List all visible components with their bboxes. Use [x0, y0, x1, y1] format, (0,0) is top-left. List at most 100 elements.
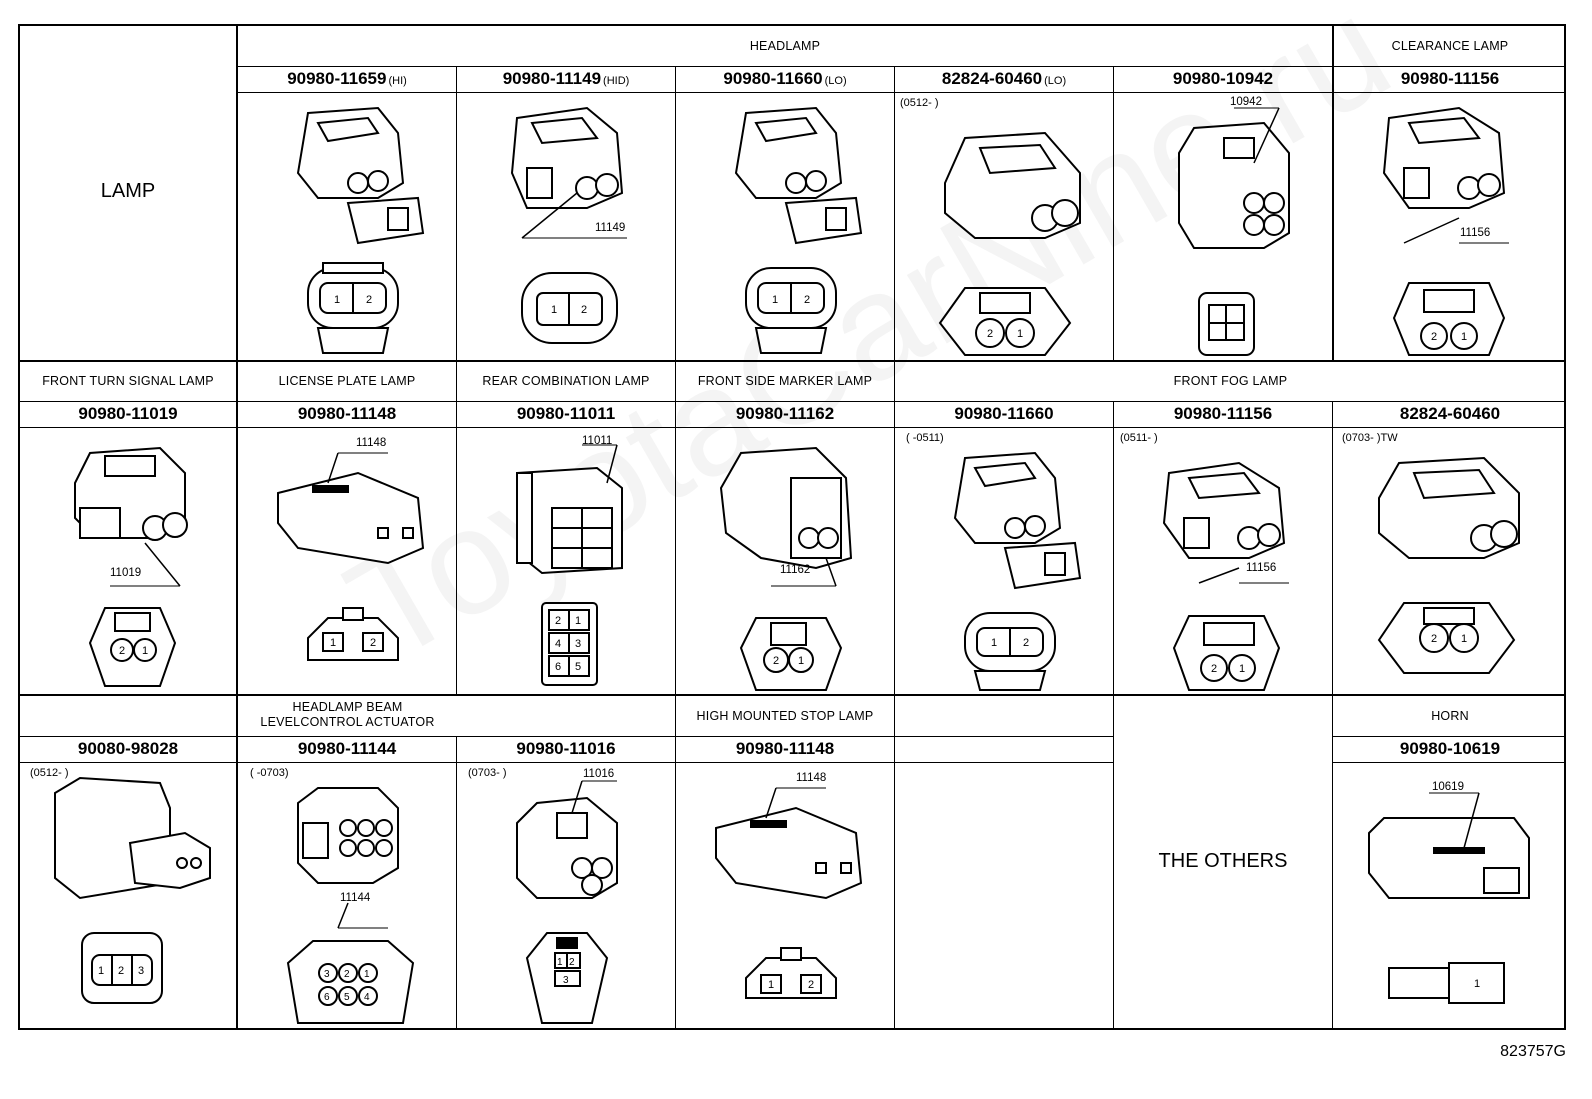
grid-line	[20, 736, 1113, 737]
callout-label: 11156	[1246, 562, 1277, 574]
pin-label: 2	[773, 655, 779, 667]
connector-figure-98028: 1 2 3	[54, 776, 211, 1004]
grid-line	[675, 66, 676, 1030]
grid-line	[1332, 736, 1566, 737]
pin-label: 1	[772, 294, 778, 306]
pin-label: 2	[1023, 637, 1029, 649]
pin-label: 5	[344, 992, 350, 1003]
part-number: 90980-11660	[954, 404, 1054, 423]
pin-label: 2	[808, 979, 814, 991]
pin-label: 1	[1474, 978, 1480, 990]
pin-label: 3	[563, 975, 569, 986]
date-note: (0511- )	[1120, 432, 1158, 444]
callout-label: 10619	[1432, 781, 1464, 793]
part-number: 90980-11156	[1173, 404, 1273, 423]
date-note: (0703- )TW	[1342, 432, 1398, 444]
callout-label: 10942	[1230, 96, 1262, 108]
clearance-lamp-title: CLEARANCE LAMP	[1391, 39, 1509, 53]
pin-label: 1	[142, 645, 148, 657]
callout-label: 11162	[780, 564, 811, 576]
connector-figure-11011: 2 1 4 3 6 5	[516, 444, 623, 686]
grid-line	[1113, 695, 1114, 1030]
license-plate-title: LICENSE PLATE LAMP	[278, 374, 416, 388]
connector-chart: ToyotaCarNine.ru LAMP HEADLAMP CLEARANCE…	[18, 0, 1566, 1030]
pin-label: 5	[575, 661, 581, 673]
connector-figure-11148-stop: 1 2	[715, 787, 863, 999]
date-note: (0512- )	[900, 97, 939, 109]
grid-line	[20, 360, 1566, 362]
grid-line	[1332, 26, 1334, 361]
front-turn-signal-title: FRONT TURN SIGNAL LAMP	[42, 374, 214, 388]
pin-label: 6	[555, 661, 561, 673]
callout-label: 11148	[796, 772, 827, 784]
rear-combination-title: REAR COMBINATION LAMP	[482, 374, 650, 388]
grid-line	[1113, 401, 1114, 695]
grid-line	[894, 66, 895, 361]
part-number: 90980-11019	[78, 404, 178, 423]
grid-line	[1332, 762, 1566, 763]
pin-label: 2	[118, 965, 124, 977]
pin-label: 1	[768, 979, 774, 991]
beam-actuator-title-line2: LEVELCONTROL ACTUATOR	[260, 715, 435, 729]
pin-label: 3	[324, 969, 330, 980]
grid-line	[1332, 695, 1333, 1030]
pin-label: 2	[555, 615, 561, 627]
front-side-marker-title: FRONT SIDE MARKER LAMP	[697, 374, 873, 388]
date-note: (0512- )	[30, 767, 69, 779]
pin-label: 1	[1239, 663, 1245, 675]
pin-label: 2	[344, 969, 350, 980]
pin-label: 6	[324, 992, 330, 1003]
callout-label: 11011	[582, 435, 613, 447]
pin-label: 1	[1017, 328, 1023, 340]
pin-label: 4	[555, 638, 561, 650]
connector-figure-10619: 1	[1368, 792, 1530, 1004]
callout-label: 11156	[1460, 227, 1491, 239]
part-number: 82824-60460(LO)	[941, 69, 1067, 88]
part-number: 90980-11144	[297, 739, 397, 758]
part-number: 90980-11148	[297, 404, 397, 423]
connector-figure-11156-fog: 2 1	[1162, 461, 1289, 691]
pin-label: 2	[804, 294, 810, 306]
pin-label: 1	[575, 615, 581, 627]
grid-line	[237, 92, 1566, 93]
connector-figure-11156: 2 1	[1382, 106, 1509, 356]
part-number: 90980-11148	[735, 739, 835, 758]
callout-label: 11019	[110, 567, 142, 579]
pin-label: 1	[330, 637, 336, 649]
connector-figure-11016: 1 2 3	[516, 780, 618, 1024]
date-note: (0703- )	[468, 767, 507, 779]
part-number: 90980-11660(LO)	[723, 69, 847, 88]
connector-figure-11148: 1 2	[277, 452, 425, 661]
grid-line	[894, 361, 895, 1030]
date-note: ( -0511)	[906, 432, 944, 444]
pin-label: 1	[557, 957, 563, 968]
lamp-label: LAMP	[100, 180, 156, 202]
connector-figure-11162: 2 1	[719, 446, 853, 691]
pin-label: 1	[551, 304, 557, 316]
pin-label: 2	[370, 637, 376, 649]
part-number: 90980-11162	[735, 404, 835, 423]
part-number: 90980-10942	[1172, 69, 1274, 88]
callout-label: 11016	[583, 768, 615, 780]
callout-label: 11149	[595, 222, 626, 234]
grid-line	[1113, 66, 1114, 361]
part-number: 90980-11156	[1400, 69, 1500, 88]
high-mounted-stop-title: HIGH MOUNTED STOP LAMP	[696, 709, 874, 723]
front-fog-title: FRONT FOG LAMP	[1173, 374, 1288, 388]
grid-line	[1332, 401, 1333, 695]
grid-line	[20, 762, 1113, 763]
connector-figure-11149: 1 2	[510, 106, 627, 344]
headlamp-title: HEADLAMP	[749, 39, 821, 53]
the-others-label: THE OTHERS	[1158, 850, 1288, 872]
grid-line	[20, 427, 1566, 428]
pin-label: 2	[987, 328, 993, 340]
callout-label: 11144	[340, 892, 371, 904]
pin-label: 2	[366, 294, 372, 306]
pin-label: 2	[569, 957, 575, 968]
connector-figure-11660-fog: 1 2	[953, 451, 1082, 691]
connector-figure-11144: 3 2 1 6 5 4	[286, 787, 415, 1024]
part-number: 90980-11659(HI)	[287, 69, 407, 88]
pin-label: 1	[364, 969, 370, 980]
pin-label: 1	[98, 965, 104, 977]
grid-line	[456, 736, 457, 1030]
